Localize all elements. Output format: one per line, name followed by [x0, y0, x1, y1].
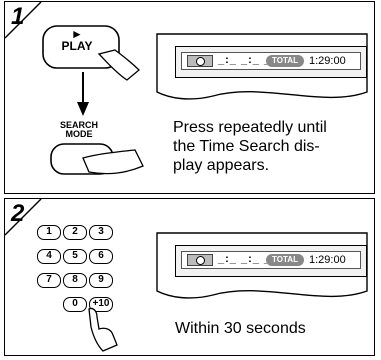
key-1[interactable]: 1 [37, 225, 61, 240]
time-dashes: _:_ _:_ _ [218, 54, 272, 66]
total-time: 1:29:00 [309, 55, 346, 67]
step-1-panel: 1 ► PLAY SEARCH MODE _:_ _:_ _ TOTAL 1:2… [4, 1, 375, 194]
down-arrow-icon [77, 72, 89, 116]
key-plus-10[interactable]: +10 [89, 297, 113, 312]
total-time: 1:29:00 [309, 254, 346, 266]
total-badge: TOTAL [266, 55, 304, 67]
key-8[interactable]: 8 [63, 273, 87, 288]
play-button-drawing [42, 25, 140, 81]
instruction-line-1: Press repeatedly until [173, 119, 327, 136]
step-number: 1 [11, 3, 25, 30]
instruction-line-3: play appears. [173, 157, 270, 174]
hand-pointer-icon [88, 307, 118, 352]
step-number-badge: 1 [4, 1, 45, 42]
key-6[interactable]: 6 [89, 249, 113, 264]
search-mode-button-drawing[interactable] [49, 142, 159, 188]
play-button-label[interactable]: PLAY [61, 39, 93, 53]
clock-icon [187, 254, 213, 266]
key-0[interactable]: 0 [63, 297, 87, 312]
search-mode-label-1: SEARCH [59, 120, 98, 130]
step-corner-icon [4, 198, 42, 236]
total-badge: TOTAL [266, 254, 304, 266]
step-corner-icon [4, 1, 42, 39]
play-symbol: ► [71, 27, 83, 41]
key-3[interactable]: 3 [89, 225, 113, 240]
key-4[interactable]: 4 [37, 249, 61, 264]
step-number: 2 [11, 200, 25, 227]
key-2[interactable]: 2 [63, 225, 87, 240]
time-dashes: _:_ _:_ _ [218, 253, 272, 265]
instruction-text: Within 30 seconds [175, 320, 306, 337]
search-mode-label-2: MODE [65, 129, 93, 139]
key-7[interactable]: 7 [37, 273, 61, 288]
key-9[interactable]: 9 [89, 273, 113, 288]
instruction-line-2: the Time Search dis- [173, 138, 320, 155]
clock-icon [187, 55, 213, 67]
time-search-display: _:_ _:_ _ TOTAL 1:29:00 [175, 46, 367, 78]
time-search-display: _:_ _:_ _ TOTAL 1:29:00 [175, 245, 367, 277]
step-number-badge: 2 [4, 198, 45, 239]
key-5[interactable]: 5 [63, 249, 87, 264]
hand-pointer-icon [82, 149, 144, 175]
step-2-panel: 2 1 2 3 4 5 6 7 8 9 0 +10 _:_ _:_ _ TOTA… [4, 198, 375, 356]
hand-pointer-icon [97, 49, 140, 81]
